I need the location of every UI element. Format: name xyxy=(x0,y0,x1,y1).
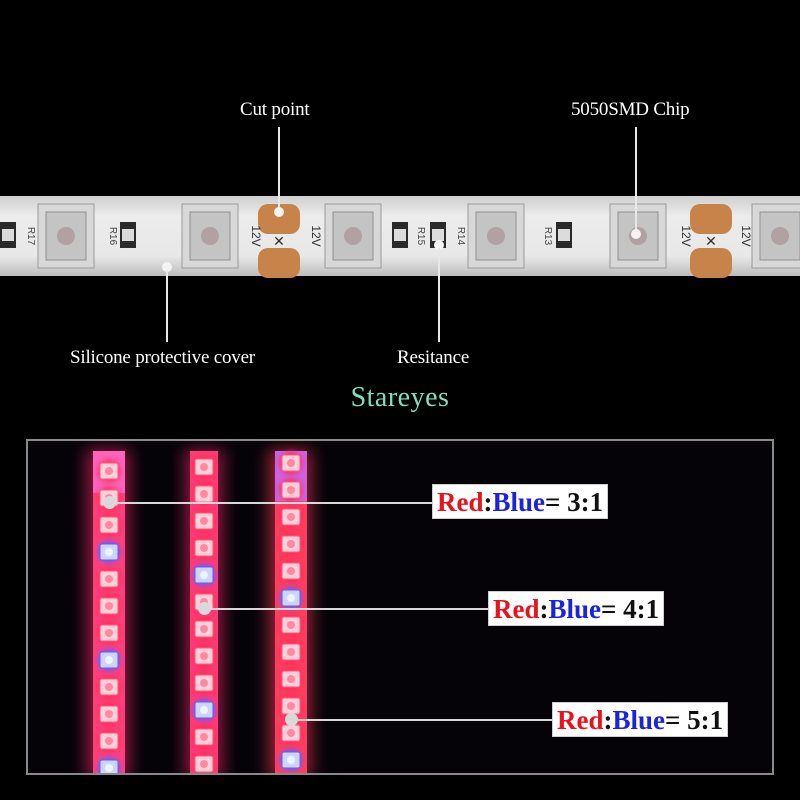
led-lens xyxy=(105,656,113,664)
led-lens xyxy=(287,702,295,710)
ratio-label-3to1: Red:Blue= 3:1 xyxy=(432,484,609,519)
led-lens xyxy=(200,733,208,741)
led-lens xyxy=(287,567,295,575)
led-lens xyxy=(287,513,295,521)
ratio-connector-dot xyxy=(198,602,211,615)
cut-point-label: Cut point xyxy=(240,99,310,120)
led-lens xyxy=(287,459,295,467)
copper-pads: ✕ xyxy=(258,204,300,278)
led-lens xyxy=(105,602,113,610)
voltage-marking: 12V xyxy=(309,225,323,246)
ratio-connector xyxy=(109,502,433,504)
resistor xyxy=(0,222,16,248)
led-lens xyxy=(200,544,208,552)
led-lens xyxy=(287,621,295,629)
led-lens xyxy=(105,629,113,637)
brand-name: Stareyes xyxy=(350,382,450,413)
led-lens xyxy=(105,575,113,583)
led-lens xyxy=(105,683,113,691)
led-lens xyxy=(287,594,295,602)
led-lens xyxy=(105,710,113,718)
led-strip-closeup: R17 R16 R15 R14 R13 ✕ ✕ 12V 12V 12V 12V xyxy=(0,196,800,278)
svg-text:✕: ✕ xyxy=(273,233,285,249)
led-lens xyxy=(287,729,295,737)
resistor xyxy=(120,222,136,248)
chip-marker xyxy=(631,229,641,239)
copper-pads: ✕ xyxy=(690,204,732,278)
lit-strips-panel: Red:Blue= 3:1 Red:Blue= 4:1 Red:Blue= 5:… xyxy=(26,439,774,775)
led-lens xyxy=(287,486,295,494)
resistor-label: R14 xyxy=(455,227,466,246)
led-lens xyxy=(105,737,113,745)
led-lens xyxy=(105,764,113,772)
ratio-connector xyxy=(291,719,553,721)
resistor-label: R17 xyxy=(25,227,36,246)
led-lens xyxy=(200,463,208,471)
cover-label: Silicone protective cover xyxy=(70,347,255,368)
ratio-connector-dot xyxy=(103,496,116,509)
smd-chip xyxy=(467,203,525,269)
ratio-connector xyxy=(204,608,489,610)
ratio-label-4to1: Red:Blue= 4:1 xyxy=(488,591,665,626)
voltage-marking: 12V xyxy=(249,225,263,246)
led-lens xyxy=(105,521,113,529)
ratio-label-5to1: Red:Blue= 5:1 xyxy=(552,702,729,737)
led-lens xyxy=(200,490,208,498)
cover-leader xyxy=(166,270,168,342)
smd-chip xyxy=(751,203,800,269)
chip-label: 5050SMD Chip xyxy=(571,99,690,120)
led-lens xyxy=(200,625,208,633)
smd-chip xyxy=(181,203,239,269)
voltage-marking: 12V xyxy=(679,225,693,246)
resistance-marker xyxy=(434,240,444,250)
resistance-leader xyxy=(438,248,440,342)
resistor-label: R13 xyxy=(542,227,553,246)
svg-text:✕: ✕ xyxy=(705,233,717,249)
led-lens xyxy=(287,756,295,764)
led-lens xyxy=(200,517,208,525)
smd-chip xyxy=(37,203,95,269)
led-lens xyxy=(200,652,208,660)
led-lens xyxy=(200,706,208,714)
ratio-connector-dot xyxy=(285,713,298,726)
chip-leader xyxy=(635,127,637,230)
led-lens xyxy=(105,548,113,556)
led-lens xyxy=(287,648,295,656)
cut-point-leader xyxy=(278,127,280,209)
led-lens xyxy=(105,467,113,475)
led-lens xyxy=(200,679,208,687)
led-lens xyxy=(200,760,208,768)
led-lens xyxy=(287,675,295,683)
voltage-marking: 12V xyxy=(739,225,753,246)
resistor xyxy=(556,222,572,248)
cut-point-marker xyxy=(274,207,284,217)
resistor-label: R16 xyxy=(107,227,118,246)
resistor xyxy=(392,222,408,248)
resistor-label: R15 xyxy=(415,227,426,246)
resistance-label: Resitance xyxy=(397,347,470,368)
smd-chip xyxy=(324,203,382,269)
led-lens xyxy=(200,571,208,579)
led-lens xyxy=(287,540,295,548)
cover-marker xyxy=(162,262,172,272)
